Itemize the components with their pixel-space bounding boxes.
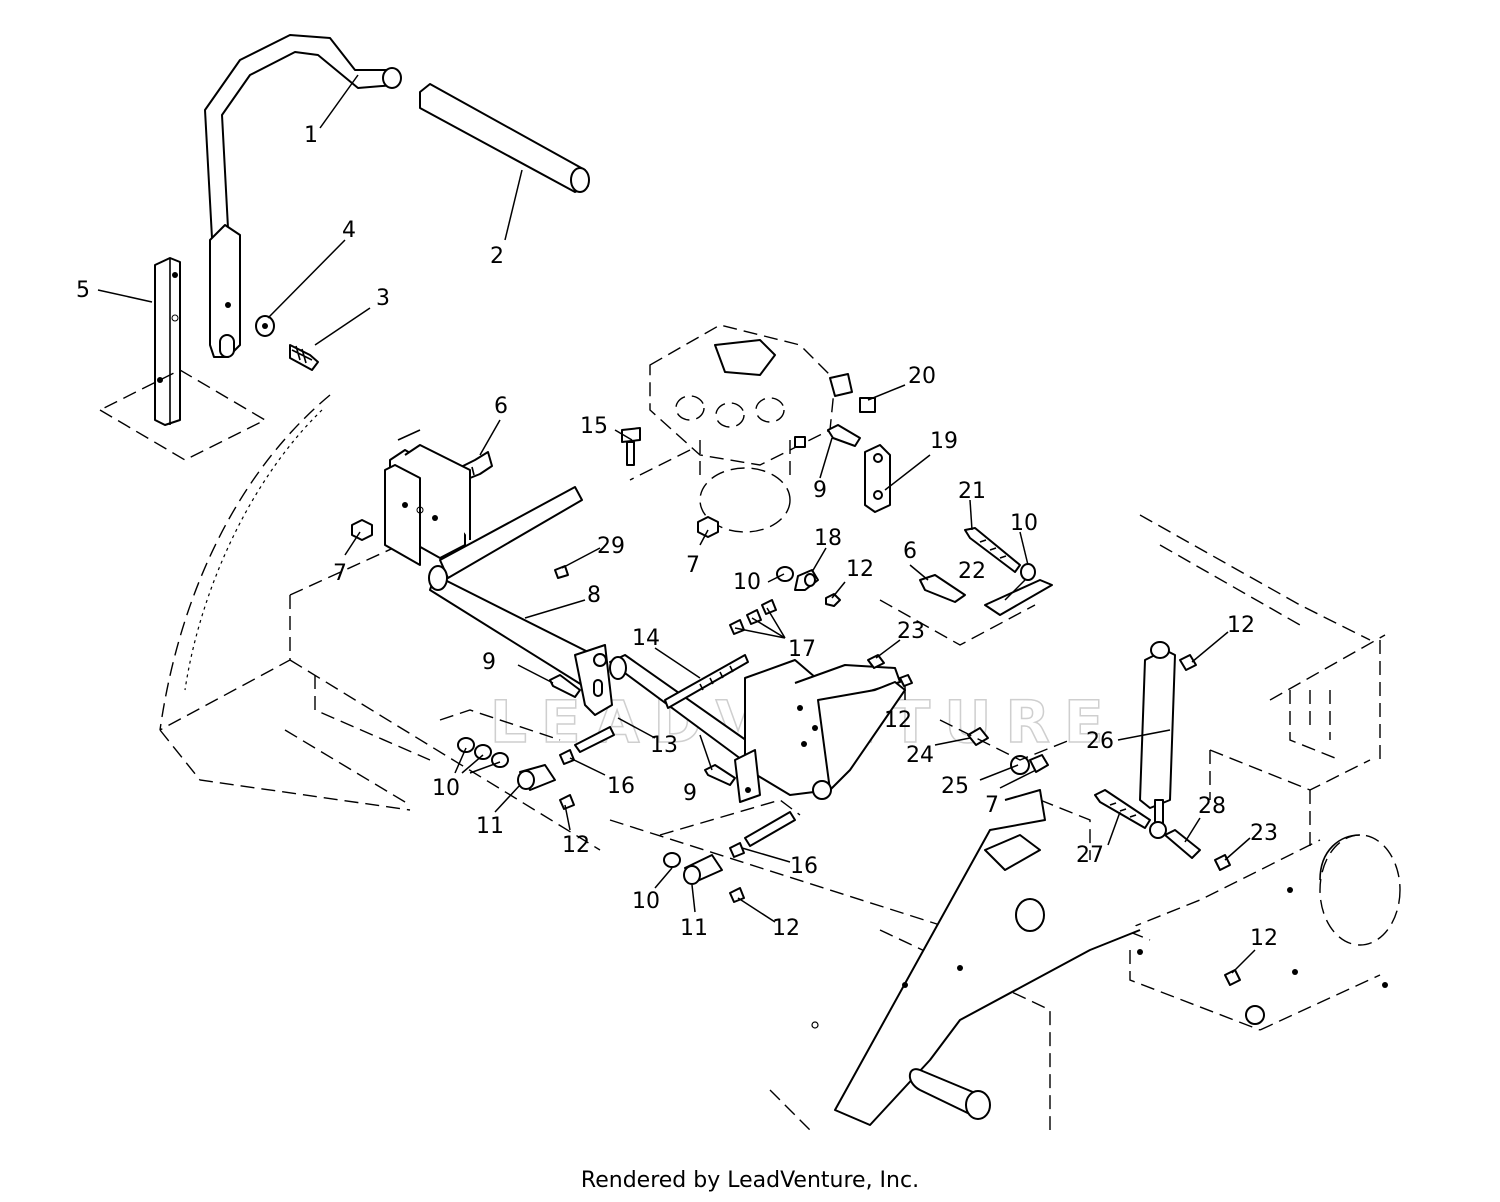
callout-9c: 9 [813,478,827,503]
callout-15: 15 [580,414,608,439]
callout-12c: 12 [846,557,874,582]
callout-12f: 12 [1250,926,1278,951]
callout-23a: 23 [897,619,925,644]
callout-28: 28 [1198,794,1226,819]
callout-5: 5 [76,278,90,303]
callout-7c: 7 [985,793,999,818]
callout-26: 26 [1086,729,1114,754]
callout-10b: 10 [632,889,660,914]
frame-outline [159,394,1401,1131]
callout-1: 1 [304,123,318,148]
callout-6a: 6 [494,394,508,419]
callout-21: 21 [958,479,986,504]
bolt-15 [621,427,641,466]
bolt-20 [859,397,876,413]
washer-4 [255,315,275,337]
callout-8: 8 [587,583,601,608]
control-shaft [428,486,613,716]
callout-12d: 12 [884,708,912,733]
callout-10a: 10 [432,776,460,801]
callout-11b: 11 [680,916,708,941]
callout-13: 13 [650,733,678,758]
callout-7b: 7 [686,553,700,578]
callout-10c: 10 [733,570,761,595]
callouts: 1 2 3 4 5 6 6 7 7 7 8 9 9 9 10 10 10 10 … [76,123,1278,951]
bracket-left [384,429,471,566]
callout-19: 19 [930,429,958,454]
parts-middle-right [867,654,1071,775]
callout-17: 17 [788,637,816,662]
callout-9a: 9 [482,650,496,675]
fitting-29 [554,565,569,579]
nut-7-center [697,516,719,538]
parts-lower-left [439,674,801,903]
callout-10d: 10 [1010,511,1038,536]
callout-27: 27 [1076,843,1104,868]
callout-12b: 12 [772,916,800,941]
callout-16b: 16 [790,854,818,879]
callout-9b: 9 [683,781,697,806]
callout-11a: 11 [476,814,504,839]
gas-spring-26 [1139,641,1197,839]
bracket-right [734,659,906,803]
callout-29: 29 [597,534,625,559]
callout-22: 22 [958,559,986,584]
control-handle [204,34,402,358]
callout-2: 2 [490,244,504,269]
hydraulic-pump [629,324,853,533]
callout-25: 25 [941,774,969,799]
callout-18: 18 [814,526,842,551]
leader-lines [97,74,1256,974]
side-plate [811,789,1388,1126]
callout-6b: 6 [903,539,917,564]
callout-16a: 16 [607,774,635,799]
parts-upper-right [879,527,1053,646]
callout-23b: 23 [1250,821,1278,846]
bolt-9-upper [827,424,861,447]
callout-3: 3 [376,286,390,311]
plate-19 [864,444,891,513]
nut-7-left [351,519,373,541]
callout-12e: 12 [1227,613,1255,638]
bolt-3 [289,344,319,371]
handle-grip [419,83,590,193]
threaded-rod-14 [664,654,749,709]
mounting-bar [98,257,267,461]
callout-24: 24 [906,743,934,768]
callout-20: 20 [908,364,936,389]
callout-12a: 12 [562,833,590,858]
footer-credit: Rendered by LeadVenture, Inc. [580,1168,920,1193]
callout-4: 4 [342,218,356,243]
callout-14: 14 [632,626,660,651]
callout-7a: 7 [333,561,347,586]
